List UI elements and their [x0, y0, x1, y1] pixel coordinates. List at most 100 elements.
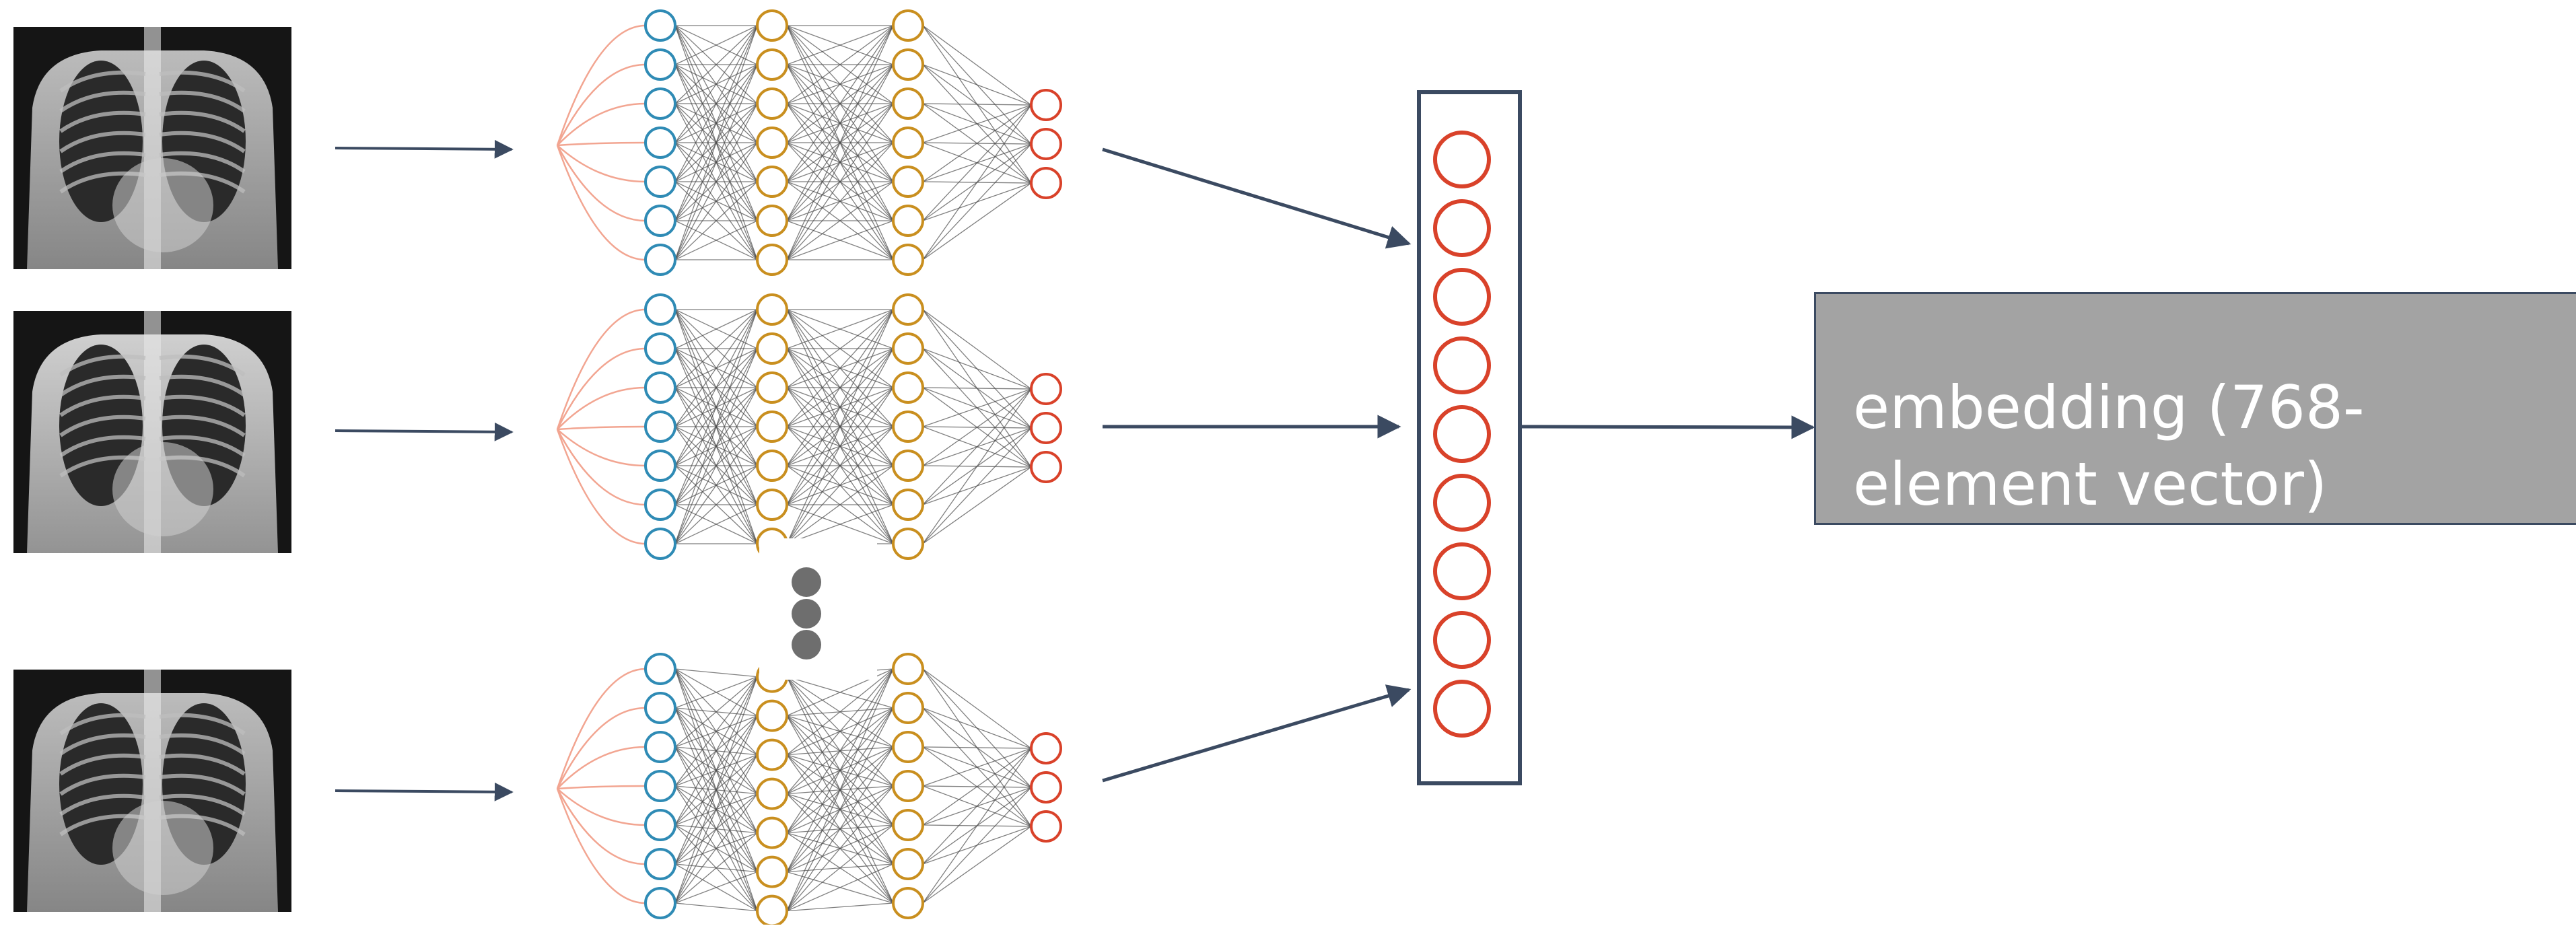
fan-in-line	[557, 788, 646, 826]
network-edge	[674, 25, 758, 143]
hidden-node	[892, 48, 924, 81]
input-node	[644, 244, 676, 276]
fan-in-line	[556, 429, 646, 506]
network-edge	[786, 309, 894, 544]
input-node	[644, 9, 676, 42]
network-edge	[786, 465, 894, 544]
network-edge	[786, 25, 894, 143]
network-edge	[674, 871, 758, 904]
network-edge	[922, 668, 1032, 749]
neural-network	[556, 308, 1032, 545]
network-edge	[922, 348, 1032, 390]
network-edge	[786, 25, 894, 104]
network-edge	[786, 142, 894, 260]
network-edge	[922, 427, 1032, 544]
embedding-node	[1433, 542, 1491, 600]
xray-rib	[159, 753, 246, 776]
network-edge	[674, 64, 758, 260]
xray-rib	[59, 151, 146, 174]
network-edge	[674, 465, 758, 544]
network-edge	[674, 25, 758, 260]
network-edge	[674, 426, 758, 544]
hidden-node	[756, 699, 788, 732]
xray-rib	[159, 435, 246, 458]
embedding-node	[1433, 611, 1491, 669]
output-node	[1030, 412, 1062, 444]
network-edge	[674, 676, 758, 826]
hidden-node	[756, 9, 788, 42]
xray-rib	[59, 354, 146, 377]
network-edge	[922, 748, 1032, 826]
fan-in-line	[556, 63, 646, 146]
hidden-node	[892, 450, 924, 482]
xray-rib	[159, 374, 246, 397]
network-edge	[922, 143, 1032, 260]
input-node	[644, 87, 676, 120]
hidden-node	[892, 489, 924, 521]
neural-network-nodes	[644, 9, 1062, 276]
network-edge	[786, 309, 894, 505]
network-edge	[674, 309, 758, 427]
network-edge	[674, 754, 758, 904]
embedding-node	[1433, 336, 1491, 394]
xray-heart	[112, 442, 213, 536]
ellipsis-dot	[792, 599, 821, 629]
hidden-node	[756, 816, 788, 849]
output-node	[1030, 373, 1062, 405]
network-edge	[674, 220, 758, 260]
xray-rib	[159, 151, 246, 174]
fan-in-line	[556, 308, 646, 430]
input-node	[644, 887, 676, 919]
network-edge	[786, 863, 894, 912]
hidden-node	[756, 371, 788, 404]
network-edge	[674, 309, 758, 544]
hidden-node	[892, 848, 924, 880]
hidden-node	[756, 411, 788, 443]
network-edge	[786, 64, 894, 260]
network-edge	[674, 793, 758, 904]
fan-in-line	[557, 746, 646, 789]
xray-rib	[59, 110, 146, 133]
hidden-node	[892, 809, 924, 841]
input-node	[644, 809, 676, 841]
fan-in-line	[556, 347, 646, 430]
network-edge	[674, 25, 758, 182]
network-edge	[674, 668, 758, 678]
xray-rib	[159, 70, 246, 93]
network-edge	[922, 466, 1032, 544]
hidden-node	[756, 855, 788, 888]
input-node	[644, 489, 676, 521]
xray-rib	[159, 90, 246, 113]
network-edge	[786, 309, 894, 388]
embedding-output-label: embedding (768-element vector)	[1853, 373, 2365, 519]
xray-heart	[112, 158, 213, 252]
xray-rib	[159, 394, 246, 417]
network-edge	[674, 832, 758, 904]
network-edge	[922, 388, 1032, 427]
network-edge	[786, 348, 894, 544]
ellipsis-dot	[792, 567, 821, 597]
xray-rib	[59, 793, 146, 816]
network-edge	[674, 676, 758, 709]
network-edge	[786, 668, 894, 872]
input-node	[644, 332, 676, 365]
aggregate-arrow	[1102, 684, 1412, 783]
network-edge	[922, 826, 1032, 904]
xray-rib	[59, 374, 146, 397]
input-node	[644, 848, 676, 880]
network-edge	[786, 668, 894, 795]
hidden-node	[892, 166, 924, 198]
fan-in-line	[556, 145, 646, 222]
hidden-node	[892, 371, 924, 404]
input-node	[644, 205, 676, 237]
network-edge	[922, 748, 1032, 787]
ellipsis-dot	[792, 630, 821, 659]
xray-rib	[59, 435, 146, 458]
network-edge	[786, 902, 894, 912]
input-node	[644, 411, 676, 443]
hidden-node	[756, 293, 788, 326]
output-node	[1030, 89, 1062, 121]
xray-rib	[159, 713, 246, 736]
hidden-node	[892, 887, 924, 919]
